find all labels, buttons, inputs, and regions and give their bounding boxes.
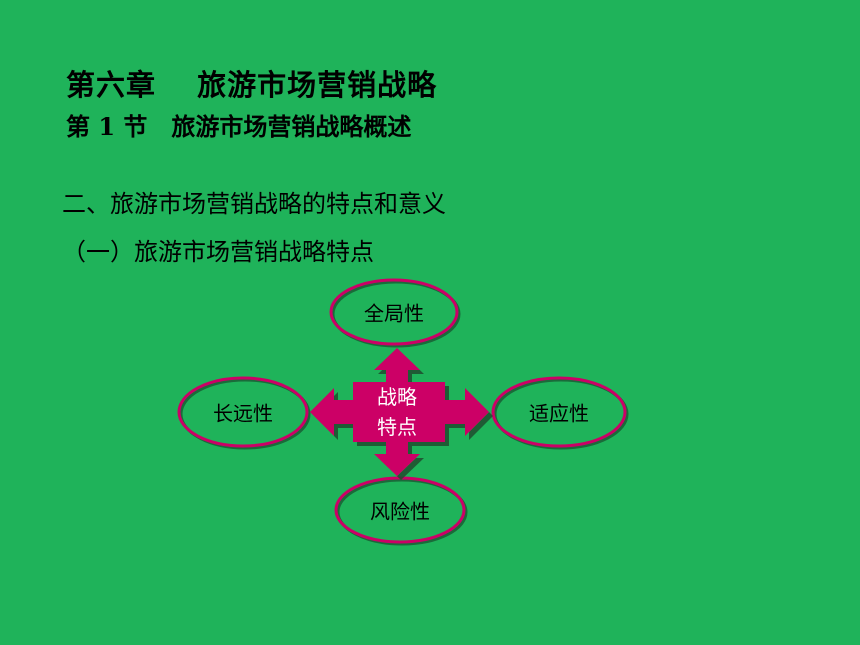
label-right: 适应性: [529, 401, 589, 426]
oval-bottom: [336, 478, 468, 546]
section-title: 第 1 节 旅游市场营销战略概述: [66, 112, 412, 141]
center-label-line2: 特点: [377, 415, 417, 439]
oval-right: [493, 378, 629, 450]
center-label-line1: 战略: [377, 385, 417, 409]
label-left: 长远性: [213, 401, 273, 426]
label-top: 全局性: [364, 301, 424, 326]
chapter-title: 第六章 旅游市场营销战略: [66, 68, 438, 102]
center-label: 战略 特点: [367, 382, 427, 442]
subheading-features: （一）旅游市场营销战略特点: [62, 238, 374, 266]
subheading-features-significance: 二、旅游市场营销战略的特点和意义: [62, 190, 446, 218]
label-bottom: 风险性: [370, 499, 430, 524]
oval-top: [331, 280, 461, 348]
oval-left: [179, 378, 311, 450]
four-way-arrow: [310, 348, 489, 476]
